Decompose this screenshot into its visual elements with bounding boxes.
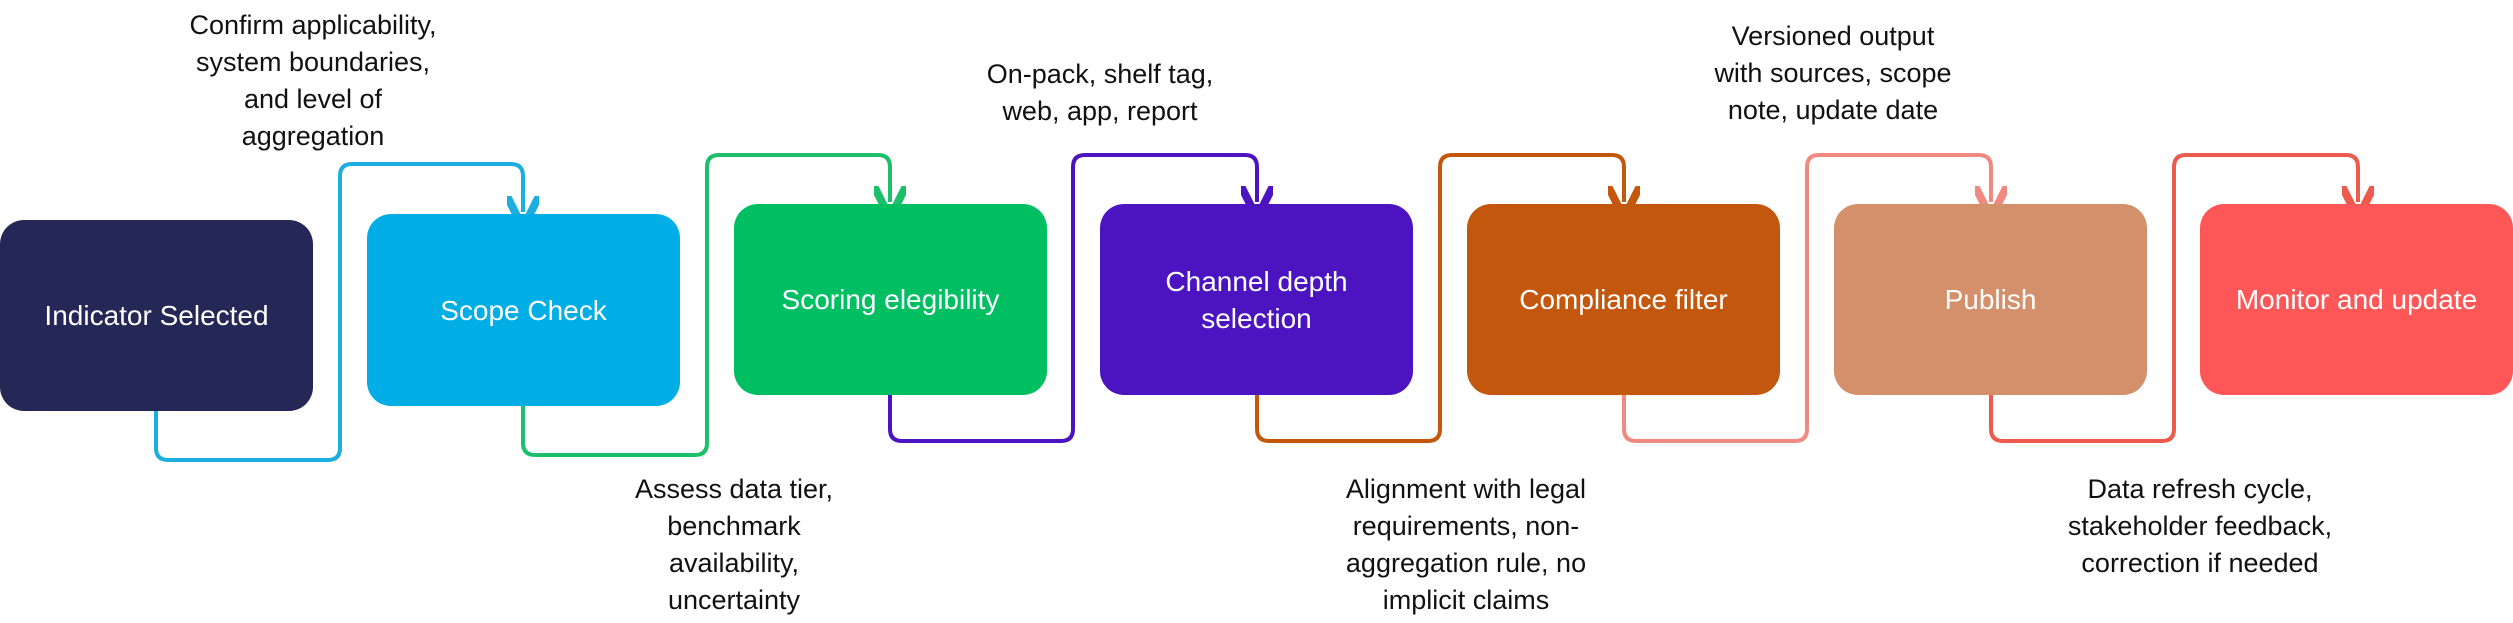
note-compliance-filter: Alignment with legal requirements, non- … (1345, 474, 1587, 615)
step-label: Compliance filter (1519, 284, 1728, 315)
note-channel-depth-selection: On-pack, shelf tag, web, app, report (986, 59, 1214, 126)
step-label: Indicator Selected (44, 300, 269, 331)
step-label: Monitor and update (2235, 284, 2478, 315)
step-scope-check: Scope Check (367, 214, 680, 406)
connector-3 (888, 153, 1257, 443)
connector-4 (1255, 153, 1624, 443)
step-scoring-elegibility: Scoring elegibility (734, 204, 1047, 395)
connector-2 (521, 153, 890, 457)
step-label: Publish (1944, 284, 2037, 315)
note-monitor-and-update: Data refresh cycle, stakeholder feedback… (2067, 474, 2333, 578)
step-monitor-and-update: Monitor and update (2200, 204, 2513, 395)
step-indicator-selected: Indicator Selected (0, 220, 313, 411)
note-scope-check: Confirm applicability, system boundaries… (189, 10, 437, 151)
step-compliance-filter: Compliance filter (1467, 204, 1780, 395)
step-label: Scope Check (440, 294, 607, 326)
connector-6 (1989, 153, 2358, 443)
note-publish: Versioned output with sources, scope not… (1714, 21, 1952, 125)
step-publish: Publish (1834, 204, 2147, 395)
step-channel-depth-selection: Channel depth selection (1100, 204, 1413, 395)
connector-5 (1622, 153, 1991, 443)
step-label: Scoring elegibility (781, 284, 1000, 315)
connector-1 (154, 162, 523, 462)
step-label: Channel depth selection (1165, 265, 1348, 334)
note-scoring-elegibility: Assess data tier, benchmark availability… (634, 474, 834, 615)
